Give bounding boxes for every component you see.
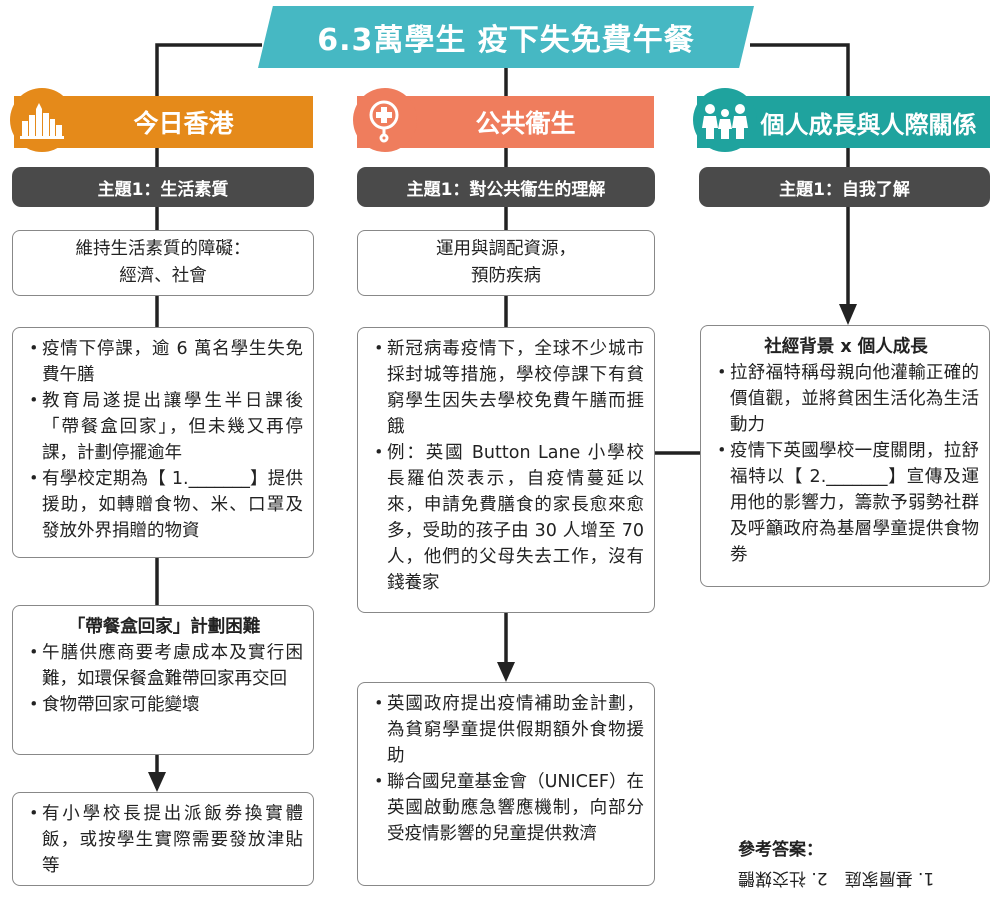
main-title: 6.3萬學生 疫下失免費午餐 <box>258 6 754 68</box>
info-box-hk-proposals: ・有小學校長提出派飯劵換實體飯，或按學生實際需要發放津貼等 <box>12 792 314 886</box>
arrow-left-to-box3 <box>148 772 166 792</box>
subtitle-line: 經濟、社會 <box>119 266 207 286</box>
subtitle-line: 運用與調配資源， <box>436 239 576 259</box>
list-item: ・疫情下英國學校一度關閉，拉舒福特以【 2._______】宣傳及運用他的影響力… <box>713 441 979 565</box>
info-box-health-responses: ・英國政府提出疫情補助金計劃，為貧窮學童提供假期額外食物援助 ・聯合國兒童基金會… <box>357 682 655 886</box>
list-item: ・午膳供應商要考慮成本及實行困難，如環保餐盒難帶回家再交回 <box>25 643 303 689</box>
city-skyline-icon <box>10 88 74 152</box>
subtitle-line: 預防疾病 <box>471 266 541 286</box>
info-box-health-examples: ・新冠病毒疫情下，全球不少城市採封城等措施，學校停課下有貧窮學生因失去學校免費午… <box>357 327 655 613</box>
box-title: 「帶餐盒回家」計劃困難 <box>67 617 261 637</box>
topic-bar-hong-kong: 主題1：生活素質 <box>12 167 314 207</box>
subtitle-line: 維持生活素質的障礙： <box>75 239 251 259</box>
list-item: ・有學校定期為【 1._______】提供援助，如轉贈食物、米、口罩及發放外界捐… <box>25 469 303 541</box>
info-box-hk-facts: ・疫情下停課，逾 6 萬名學生失免費午膳 ・教育局遂提出讓學生半日課後「帶餐盒回… <box>12 327 314 558</box>
list-item: ・例：英國 Button Lane 小學校長羅伯茨表示，自疫情蔓延以來，申請免費… <box>370 443 644 593</box>
connector-title-right <box>750 43 850 96</box>
answers-heading: 參考答案： <box>738 840 823 860</box>
main-title-text: 6.3萬學生 疫下失免費午餐 <box>317 23 695 58</box>
list-item: ・新冠病毒疫情下，全球不少城市採封城等措施，學校停課下有貧窮學生因失去學校免費午… <box>370 339 644 437</box>
reference-answers: 參考答案： 1. 基層家庭 2. 社交媒體 <box>738 836 988 892</box>
info-box-personal-growth: 社經背景 x 個人成長 ・拉舒福特稱母親向他灌輸正確的價值觀，並將貧困生活化為生… <box>700 325 990 587</box>
connector-title-left <box>155 43 262 96</box>
answers-text-upside-down: 1. 基層家庭 2. 社交媒體 <box>738 864 988 892</box>
list-item: ・食物帶回家可能變壞 <box>25 695 200 715</box>
list-item: ・聯合國兒童基金會（UNICEF）在英國啟動應急響應機制，向部分受疫情影響的兒童… <box>370 772 644 844</box>
list-item: ・拉舒福特稱母親向他灌輸正確的價值觀，並將貧困生活化為生活動力 <box>713 363 979 435</box>
topic-bar-personal-growth: 主題1：自我了解 <box>699 167 990 207</box>
arrow-right-to-box1 <box>839 304 857 325</box>
list-item: ・教育局遂提出讓學生半日課後「帶餐盒回家」，但未幾又再停課，計劃停擺逾年 <box>25 391 303 463</box>
info-box-hk-difficulties: 「帶餐盒回家」計劃困難 ・午膳供應商要考慮成本及實行困難，如環保餐盒難帶回家再交… <box>12 605 314 755</box>
people-icon <box>693 88 757 152</box>
arrow-mid-to-box2 <box>497 662 515 682</box>
list-item: ・有小學校長提出派飯劵換實體飯，或按學生實際需要發放津貼等 <box>25 804 303 876</box>
subtitle-box-public-health: 運用與調配資源， 預防疾病 <box>357 230 655 296</box>
column-header-personal-growth: 個人成長與人際關係 <box>693 88 990 152</box>
topic-bar-public-health: 主題1：對公共衞生的理解 <box>357 167 655 207</box>
answers-text: 1. 基層家庭 2. 社交媒體 <box>738 868 935 888</box>
column-header-label: 個人成長與人際關係 <box>760 110 977 139</box>
column-header-hong-kong: 今日香港 <box>10 88 313 152</box>
column-header-public-health: 公共衞生 <box>353 88 654 152</box>
list-item: ・疫情下停課，逾 6 萬名學生失免費午膳 <box>25 339 303 385</box>
stethoscope-icon <box>353 88 417 152</box>
column-header-label: 公共衞生 <box>475 109 576 138</box>
box-title: 社經背景 x 個人成長 <box>764 337 928 357</box>
subtitle-box-hong-kong: 維持生活素質的障礙： 經濟、社會 <box>12 230 314 296</box>
list-item: ・英國政府提出疫情補助金計劃，為貧窮學童提供假期額外食物援助 <box>370 694 644 766</box>
column-header-label: 今日香港 <box>133 109 234 138</box>
